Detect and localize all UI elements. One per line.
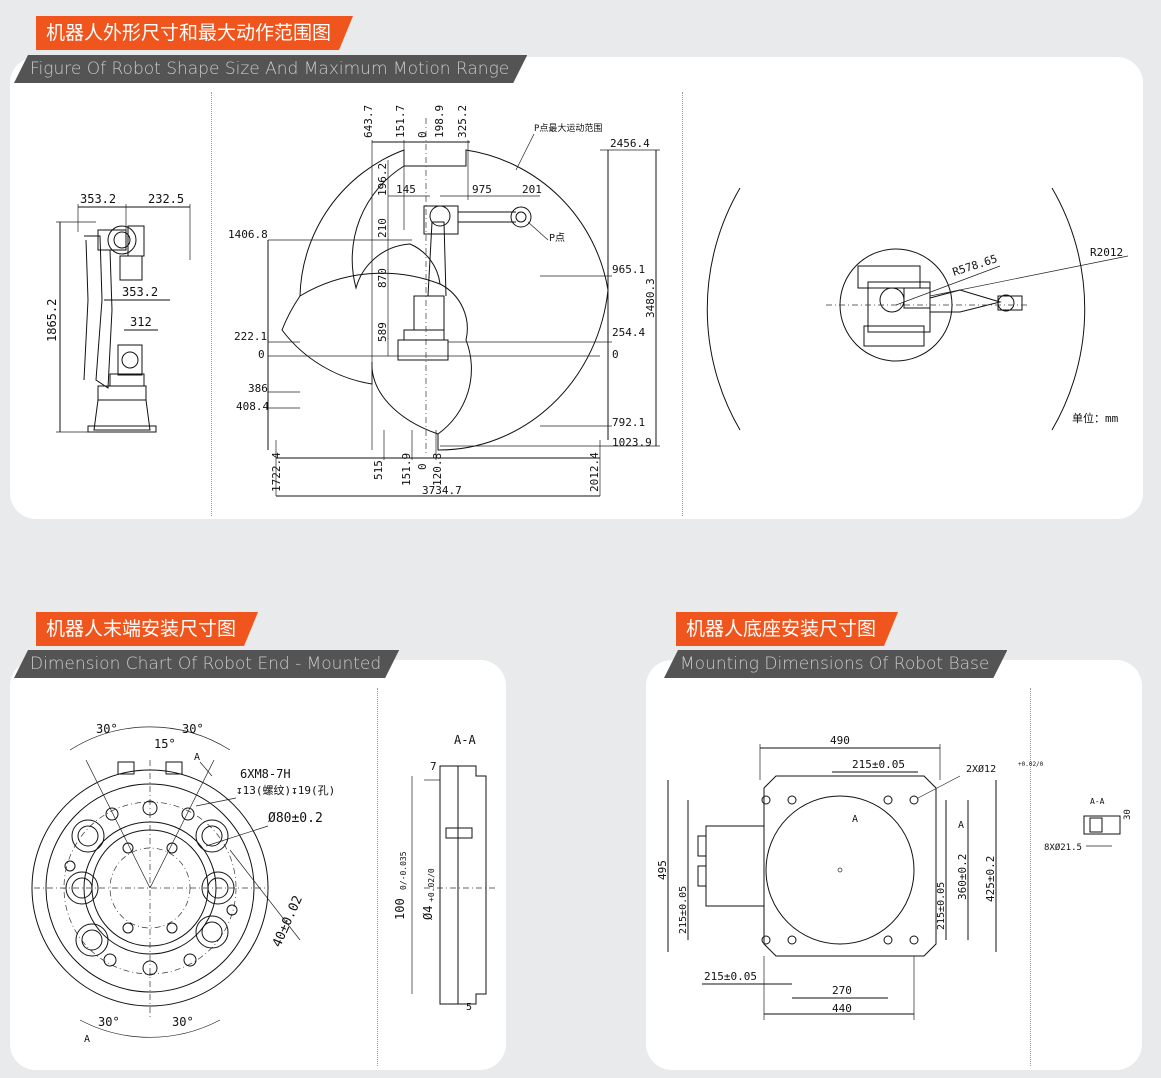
dim-top-643-7: 643.7 bbox=[362, 105, 375, 138]
end-flange-view: 30° 30° 15° A 6XM8-7H ↧13(螺纹)↧19(孔) Ø80±… bbox=[31, 722, 496, 1045]
end-mounted-title-en: Dimension Chart Of Robot End - Mounted bbox=[14, 650, 399, 678]
robot-motion-range-view: 643.7 151.7 0 198.9 325.2 P点最大运动范围 2456.… bbox=[228, 105, 660, 497]
p-max-range-label: P点最大运动范围 bbox=[534, 122, 602, 134]
dim-215-right: 215±0.05 bbox=[936, 882, 947, 930]
robot-side-view: 353.2 232.5 353.2 312 1865.2 bbox=[45, 192, 191, 433]
end-mounted-panel bbox=[10, 660, 506, 1070]
dia-80: Ø80±0.2 bbox=[268, 811, 323, 826]
section-mark-a-bottom: A bbox=[84, 1034, 90, 1045]
base-mounting-panel bbox=[646, 660, 1142, 1070]
section-mark-a-top: A bbox=[194, 752, 200, 763]
thread-depth: ↧13(螺纹)↧19(孔) bbox=[236, 783, 335, 797]
base-section-a-a: A-A bbox=[1090, 797, 1105, 806]
dim-870: 870 bbox=[376, 268, 389, 288]
angle-30-top-left: 30° bbox=[96, 722, 118, 736]
base-mounting-title-cn: 机器人底座安装尺寸图 bbox=[676, 612, 898, 646]
dim-120-8: 120.8 bbox=[431, 453, 444, 486]
thread-spec: 6XM8-7H bbox=[240, 767, 291, 781]
robot-top-view: R578.65 R2012 单位：mm bbox=[706, 187, 1129, 431]
dim-1023-9: 1023.9 bbox=[612, 436, 652, 449]
dim-top-198-9: 198.9 bbox=[433, 105, 446, 138]
dim-222-1: 222.1 bbox=[234, 330, 267, 343]
dim-495: 495 bbox=[656, 860, 669, 880]
dim-right-0: 0 bbox=[612, 348, 619, 361]
angle-30-bottom-left: 30° bbox=[98, 1015, 120, 1029]
base-mounting-title-en: Mounting Dimensions Of Robot Base bbox=[664, 650, 1007, 678]
dim-353-2-mid: 353.2 bbox=[122, 285, 158, 299]
divider bbox=[682, 92, 683, 516]
dim-top-325-2: 325.2 bbox=[456, 105, 469, 138]
motion-range-panel bbox=[10, 57, 1143, 519]
dim-1865-2: 1865.2 bbox=[45, 299, 59, 342]
dim-151-9: 151.9 bbox=[400, 453, 413, 486]
angle-30-top-right: 30° bbox=[182, 722, 204, 736]
section-mark-a-1: A bbox=[852, 814, 858, 825]
dim-left-0: 0 bbox=[258, 348, 265, 361]
p-point-label: P点 bbox=[549, 232, 565, 244]
dim-589: 589 bbox=[376, 322, 389, 342]
holes-tol: +0.02/0 bbox=[1018, 761, 1044, 768]
section-a-a-label: A-A bbox=[454, 733, 476, 747]
dim-232-5: 232.5 bbox=[148, 192, 184, 206]
dim-100-tol: 0/-0.035 bbox=[399, 851, 408, 890]
divider bbox=[377, 688, 378, 1066]
divider bbox=[211, 92, 212, 516]
angle-15: 15° bbox=[154, 737, 176, 751]
dim-353-2-top: 353.2 bbox=[80, 192, 116, 206]
section-mark-a-2: A bbox=[958, 820, 964, 831]
dim-425: 425±0.2 bbox=[984, 856, 997, 902]
dim-2456-4: 2456.4 bbox=[610, 137, 650, 150]
dim-312: 312 bbox=[130, 315, 152, 329]
dim-386: 386 bbox=[248, 382, 268, 395]
dim-210: 210 bbox=[376, 218, 389, 238]
dim-215-left: 215±0.05 bbox=[678, 886, 689, 934]
base-dim-8x-dia-21-5: 8XØ21.5 bbox=[1044, 842, 1082, 853]
dim-360: 360±0.2 bbox=[956, 854, 969, 900]
radius-2012: R2012 bbox=[1090, 246, 1123, 259]
dim-440: 440 bbox=[832, 1002, 852, 1015]
dim-dia-4-tol: +0.02/0 bbox=[427, 868, 436, 902]
unit-label: 单位：mm bbox=[1072, 411, 1119, 425]
motion-range-title-cn: 机器人外形尺寸和最大动作范围图 bbox=[36, 16, 353, 50]
dim-top-151-7: 151.7 bbox=[394, 105, 407, 138]
dim-215-bottom: 215±0.05 bbox=[704, 970, 757, 983]
dim-bottom-0: 0 bbox=[416, 463, 429, 470]
dim-490: 490 bbox=[830, 734, 850, 747]
dim-215-top: 215±0.05 bbox=[852, 758, 905, 771]
dim-100: 100 bbox=[393, 898, 407, 920]
dim-196-2: 196.2 bbox=[376, 163, 389, 196]
dim-515: 515 bbox=[372, 460, 385, 480]
dim-5: 5 bbox=[466, 1002, 472, 1013]
dim-1406-8: 1406.8 bbox=[228, 228, 268, 241]
dim-270: 270 bbox=[832, 984, 852, 997]
dim-408-4: 408.4 bbox=[236, 400, 269, 413]
dim-1722-4: 1722.4 bbox=[270, 452, 283, 492]
dim-3734-7: 3734.7 bbox=[422, 484, 462, 497]
dim-3480-3: 3480.3 bbox=[644, 278, 657, 318]
dim-792-1: 792.1 bbox=[612, 416, 645, 429]
dim-7: 7 bbox=[430, 760, 437, 773]
motion-range-title-en: Figure Of Robot Shape Size And Maximum M… bbox=[14, 55, 527, 83]
holes-2x-dia-12: 2XØ12 bbox=[966, 763, 996, 775]
base-dim-30: 30 bbox=[1123, 809, 1133, 820]
dim-201: 201 bbox=[522, 183, 542, 196]
dim-145: 145 bbox=[396, 183, 416, 196]
dim-975: 975 bbox=[472, 183, 492, 196]
divider bbox=[1030, 688, 1031, 1066]
dim-dia-4: Ø4 bbox=[421, 906, 435, 920]
end-mounted-title-cn: 机器人末端安装尺寸图 bbox=[36, 612, 258, 646]
dim-965-1: 965.1 bbox=[612, 263, 645, 276]
dim-254-4: 254.4 bbox=[612, 326, 645, 339]
dim-top-0: 0 bbox=[416, 131, 429, 138]
dim-2012-4: 2012.4 bbox=[588, 452, 601, 492]
angle-30-bottom-right: 30° bbox=[172, 1015, 194, 1029]
